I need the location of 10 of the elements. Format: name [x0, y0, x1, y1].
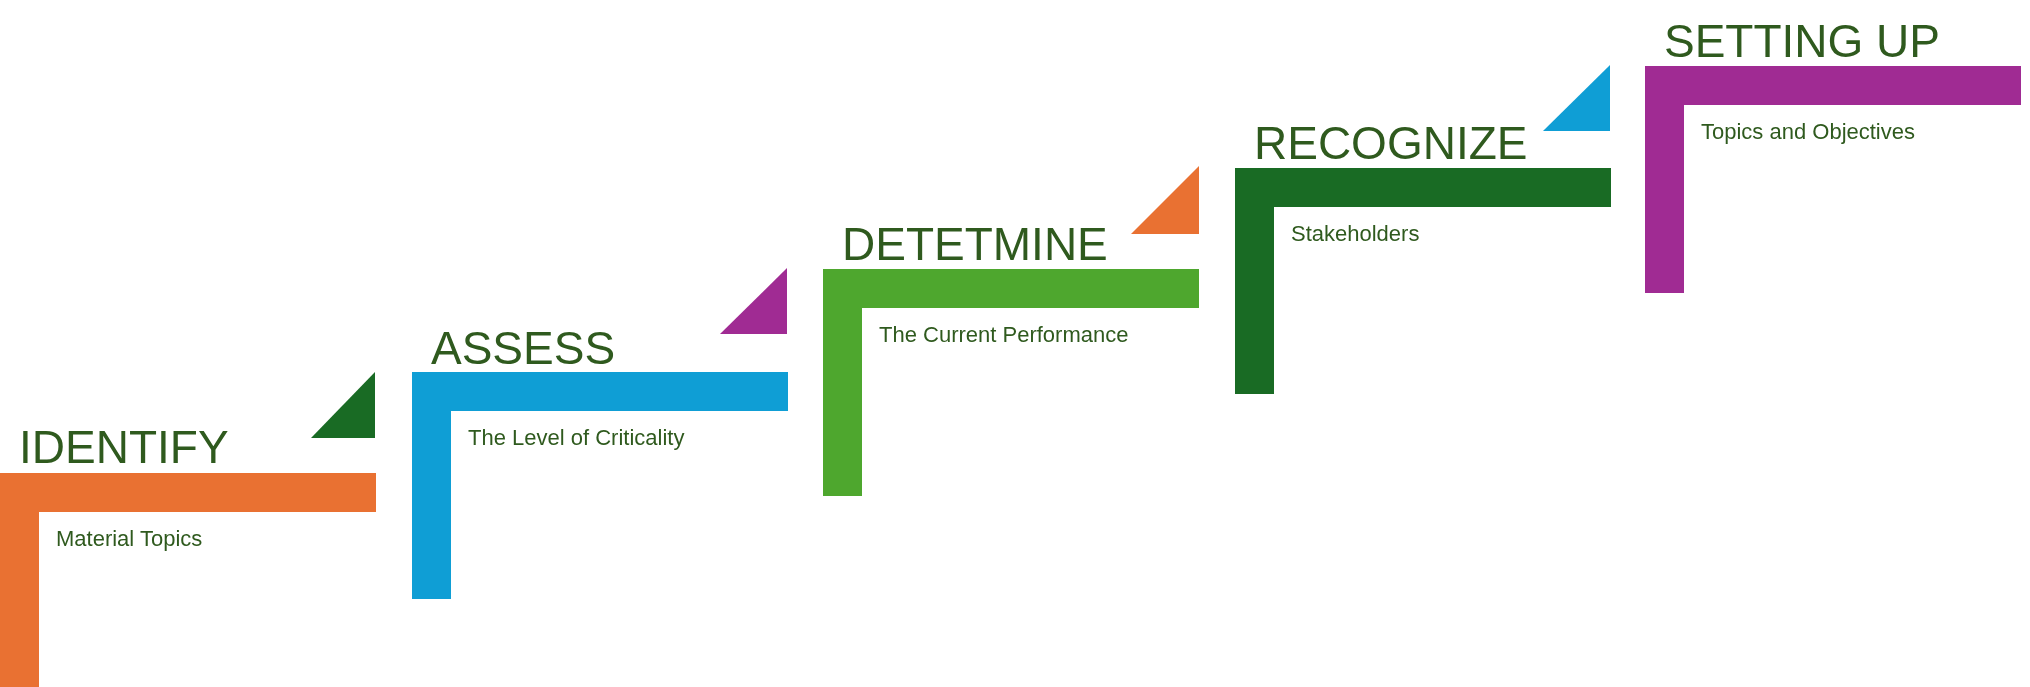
step-description: The Level of Criticality [468, 427, 685, 449]
step-heading: ASSESS [431, 325, 616, 371]
step-description: The Current Performance [879, 324, 1129, 346]
step-description: Stakeholders [1291, 223, 1420, 245]
step-heading: RECOGNIZE [1254, 120, 1528, 166]
step-heading: IDENTIFY [19, 424, 229, 470]
step-heading: DETETMINE [842, 221, 1108, 267]
step-heading: SETTING UP [1664, 18, 1941, 64]
step-description: Material Topics [56, 528, 203, 550]
step-description: Topics and Objectives [1701, 121, 1915, 143]
